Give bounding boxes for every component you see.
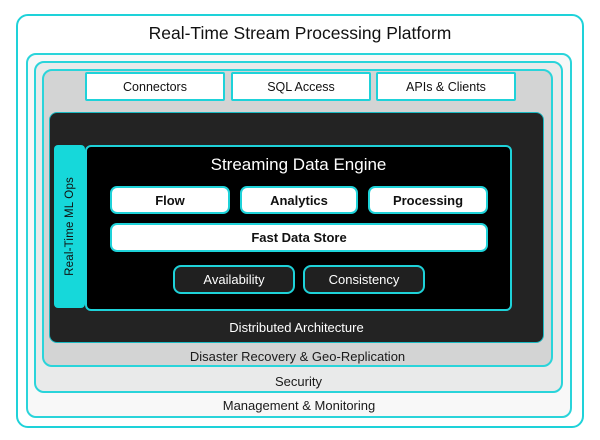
processing-module-box: Processing (368, 186, 488, 214)
flow-module-box: Flow (110, 186, 230, 214)
apis-clients-box: APIs & Clients (376, 72, 516, 101)
disaster-recovery-label: Disaster Recovery & Geo-Replication (189, 348, 406, 364)
consistency-box: Consistency (303, 265, 425, 294)
analytics-module-box: Analytics (240, 186, 358, 214)
ml-ops-label: Real-Time ML Ops (63, 177, 76, 276)
platform-title: Real-Time Stream Processing Platform (148, 23, 452, 43)
connectors-box: Connectors (85, 72, 225, 101)
distributed-architecture-label: Distributed Architecture (229, 319, 364, 335)
fast-data-store-box: Fast Data Store (110, 223, 488, 252)
streaming-data-engine-title: Streaming Data Engine (210, 155, 387, 174)
management-monitoring-label: Management & Monitoring (222, 397, 376, 413)
ml-ops-strip: Real-Time ML Ops (54, 145, 85, 308)
security-label: Security (275, 373, 322, 389)
availability-box: Availability (173, 265, 295, 294)
sql-access-box: SQL Access (231, 72, 371, 101)
